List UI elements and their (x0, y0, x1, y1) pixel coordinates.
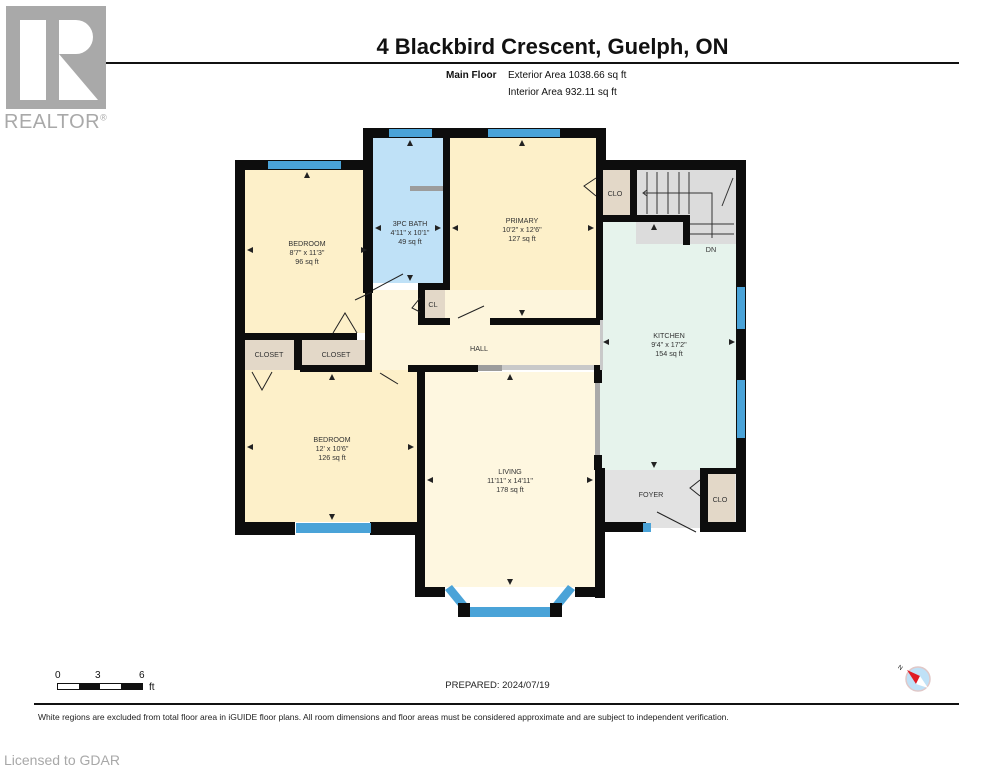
license-watermark: Licensed to GDAR (4, 752, 120, 768)
clo-top-fill (598, 170, 631, 216)
page-title: 4 Blackbird Crescent, Guelph, ON (376, 34, 729, 59)
svg-text:154 sq ft: 154 sq ft (655, 349, 683, 358)
room-fill-primary (450, 138, 598, 320)
exterior-area: Exterior Area 1038.66 sq ft (508, 70, 627, 81)
svg-text:KITCHEN: KITCHEN (653, 331, 685, 340)
room-label-bath: 3PC BATH 4'11" x 10'1" 49 sq ft (391, 219, 430, 246)
window-icon (643, 523, 651, 532)
windows (268, 129, 745, 617)
door-swings (251, 177, 701, 533)
svg-text:96 sq ft: 96 sq ft (295, 257, 319, 266)
stairs-icon (642, 172, 734, 238)
room-label-living: LIVING 11'11" x 14'11" 178 sq ft (487, 467, 533, 494)
svg-text:8'7" x 11'3": 8'7" x 11'3" (290, 248, 325, 257)
registered-mark: ® (100, 112, 108, 123)
door-swing-icon (354, 291, 373, 301)
room-fill-bedroom-2 (244, 370, 417, 522)
svg-text:3PC BATH: 3PC BATH (393, 219, 428, 228)
window-icon (737, 287, 745, 329)
closet-label: CLOSET (255, 350, 284, 359)
openings (410, 186, 603, 455)
door-swing-icon (251, 371, 273, 392)
clo-label: CLO (713, 495, 728, 504)
north-compass-icon: N (896, 664, 938, 699)
room-label-kitchen: KITCHEN 9'4" x 17'2" 154 sq ft (651, 331, 687, 358)
window-icon (389, 129, 432, 137)
realtor-logo-text: REALTOR® (4, 111, 107, 134)
hall-label: HALL (470, 344, 488, 353)
door-swing-icon (457, 305, 485, 319)
scale-bar: 0 3 6 ft (55, 670, 165, 694)
svg-text:BEDROOM: BEDROOM (288, 239, 325, 248)
room-label-bedroom-2: BEDROOM 12' x 10'6" 126 sq ft (313, 435, 350, 462)
dimension-markers (247, 140, 735, 585)
svg-text:10'2" x 12'6": 10'2" x 12'6" (502, 225, 542, 234)
room-fill-bath (373, 138, 445, 283)
window-icon (296, 523, 371, 533)
scale-bar-graphic (57, 683, 143, 690)
disclaimer-text: White regions are excluded from total fl… (38, 712, 729, 722)
door-swing-icon (411, 297, 421, 313)
room-fill-hall (372, 290, 600, 370)
footer-divider (34, 703, 959, 705)
svg-text:LIVING: LIVING (498, 467, 522, 476)
svg-text:178 sq ft: 178 sq ft (496, 485, 524, 494)
realtor-logo (6, 6, 106, 109)
title-divider (106, 62, 959, 64)
room-fill-living (423, 372, 598, 587)
cl-label: CL (428, 300, 437, 309)
bay-window-corners (458, 603, 562, 617)
room-label-primary: PRIMARY 10'2" x 12'6" 127 sq ft (502, 216, 542, 243)
realtor-wordmark: REALTOR (4, 111, 101, 133)
svg-text:127 sq ft: 127 sq ft (508, 234, 536, 243)
window-icon (488, 129, 560, 137)
svg-text:4'11" x 10'1": 4'11" x 10'1" (391, 228, 430, 237)
door-swing-icon (583, 177, 597, 197)
svg-text:126 sq ft: 126 sq ft (318, 453, 346, 462)
stairs-fill (636, 170, 746, 244)
window-icon (468, 607, 552, 617)
clo-foyer-fill (705, 474, 735, 524)
prepared-date: PREPARED: 2024/07/19 (445, 680, 550, 691)
scale-label-3: 3 (95, 670, 101, 681)
room-fill-kitchen (600, 222, 738, 470)
door-swing-icon (332, 312, 358, 334)
closet-fill-1 (244, 340, 294, 370)
svg-text:11'11" x 14'11": 11'11" x 14'11" (487, 476, 533, 485)
svg-text:N: N (898, 665, 903, 672)
scale-unit: ft (149, 682, 155, 693)
stairs-down-label: DN (706, 245, 716, 254)
window-icon (268, 161, 341, 169)
door-swing-icon (372, 273, 404, 291)
door-swing-icon (379, 372, 399, 385)
clo-label: CLO (608, 189, 623, 198)
realtor-r-logo-icon (6, 6, 106, 109)
svg-text:12' x 10'6": 12' x 10'6" (316, 444, 349, 453)
scale-label-0: 0 (55, 670, 61, 681)
door-swing-icon (656, 511, 697, 533)
room-fill-bedroom-1 (244, 170, 370, 333)
door-swing-icon (689, 479, 701, 497)
svg-text:PRIMARY: PRIMARY (506, 216, 539, 225)
floor-label: Main Floor (446, 70, 497, 81)
foyer-label: FOYER (639, 490, 664, 499)
room-label-bedroom-1: BEDROOM 8'7" x 11'3" 96 sq ft (288, 239, 325, 266)
svg-text:9'4" x 17'2": 9'4" x 17'2" (651, 340, 687, 349)
svg-text:BEDROOM: BEDROOM (313, 435, 350, 444)
interior-area: Interior Area 932.11 sq ft (508, 87, 617, 98)
svg-text:49 sq ft: 49 sq ft (398, 237, 422, 246)
closet-label: CLOSET (322, 350, 351, 359)
scale-label-6: 6 (139, 670, 145, 681)
window-icon (737, 380, 745, 438)
